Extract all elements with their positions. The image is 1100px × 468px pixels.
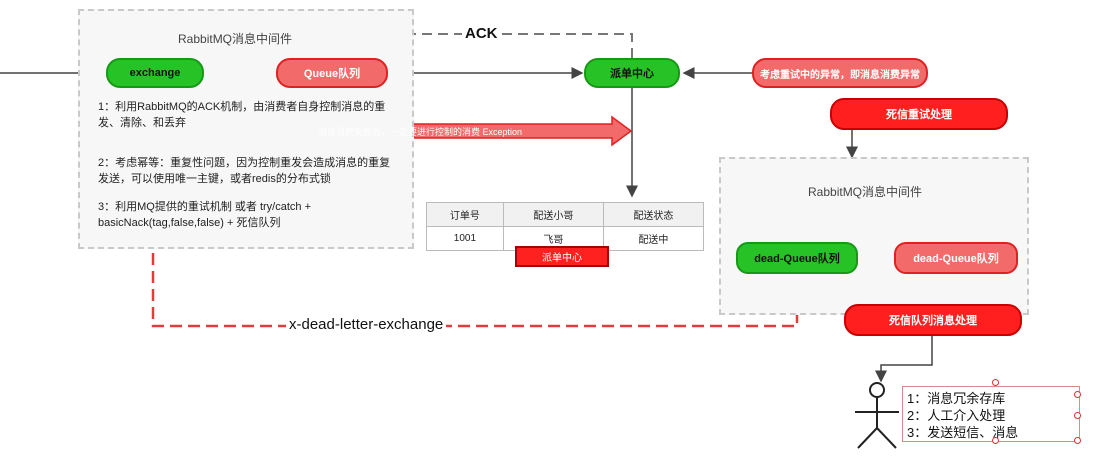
resize-handle[interactable] (992, 437, 999, 444)
retry-fail-node: 考虑重试中的异常，即消息消费异常 (752, 58, 928, 88)
list-item: 3：发送短信、消息 (907, 425, 1019, 440)
rabbitmq-box-1 (78, 9, 414, 249)
table-cell: 1001 (426, 226, 504, 251)
dead-retry-node: 死信重试处理 (830, 98, 1008, 130)
resize-handle[interactable] (1074, 391, 1081, 398)
box2-title: RabbitMQ消息中间件 (808, 185, 923, 199)
resize-handle[interactable] (1074, 437, 1081, 444)
table-header-row: 订单号 配送小哥 配送状态 (426, 202, 705, 227)
rabbitmq-box-2 (719, 157, 1029, 315)
list-item: 2：人工介入处理 (907, 408, 1006, 423)
deadconsume-to-person (875, 336, 933, 383)
note-3: 3：利用MQ提供的重试机制 或者 try/catch + basicNack(t… (98, 201, 311, 229)
exchange-node: exchange (106, 58, 204, 88)
failure-arrow-text: 消息消费失败后，一定要进行控制的消费 Exception (318, 127, 523, 137)
resize-handle[interactable] (992, 379, 999, 386)
ack-label: ACK (462, 25, 501, 42)
dead-consume-node: 死信队列消息处理 (844, 304, 1022, 336)
dispatch-center-node: 派单中心 (584, 58, 680, 88)
list-item: 1：消息冗余存库 (907, 391, 1006, 406)
table-header-cell: 订单号 (426, 202, 504, 227)
dead-queue-node-1: dead-Queue队列 (736, 242, 858, 274)
resize-handle[interactable] (1074, 412, 1081, 419)
dead-queue-node-2: dead-Queue队列 (894, 242, 1018, 274)
dlx-label: x-dead-letter-exchange (286, 316, 447, 333)
table-cell: 配送中 (602, 226, 705, 251)
table-tag: 派单中心 (515, 246, 609, 267)
table-header-cell: 配送状态 (602, 202, 705, 227)
table-header-cell: 配送小哥 (502, 202, 604, 227)
note-2: 2：考虑幂等：重复性问题，因为控制重发会造成消息的重复发送，可以使用唯一主键，或… (98, 157, 391, 185)
order-table: 订单号 配送小哥 配送状态 1001 飞哥 配送中 (426, 202, 705, 251)
person-icon (855, 382, 899, 449)
action-list: 1：消息冗余存库 2：人工介入处理 3：发送短信、消息 (902, 386, 1080, 442)
note-1: 1：利用RabbitMQ的ACK机制，由消费者自身控制消息的重发、清除、和丢弃 (98, 101, 386, 129)
queue-node: Queue队列 (276, 58, 388, 88)
box1-title: RabbitMQ消息中间件 (178, 32, 293, 46)
